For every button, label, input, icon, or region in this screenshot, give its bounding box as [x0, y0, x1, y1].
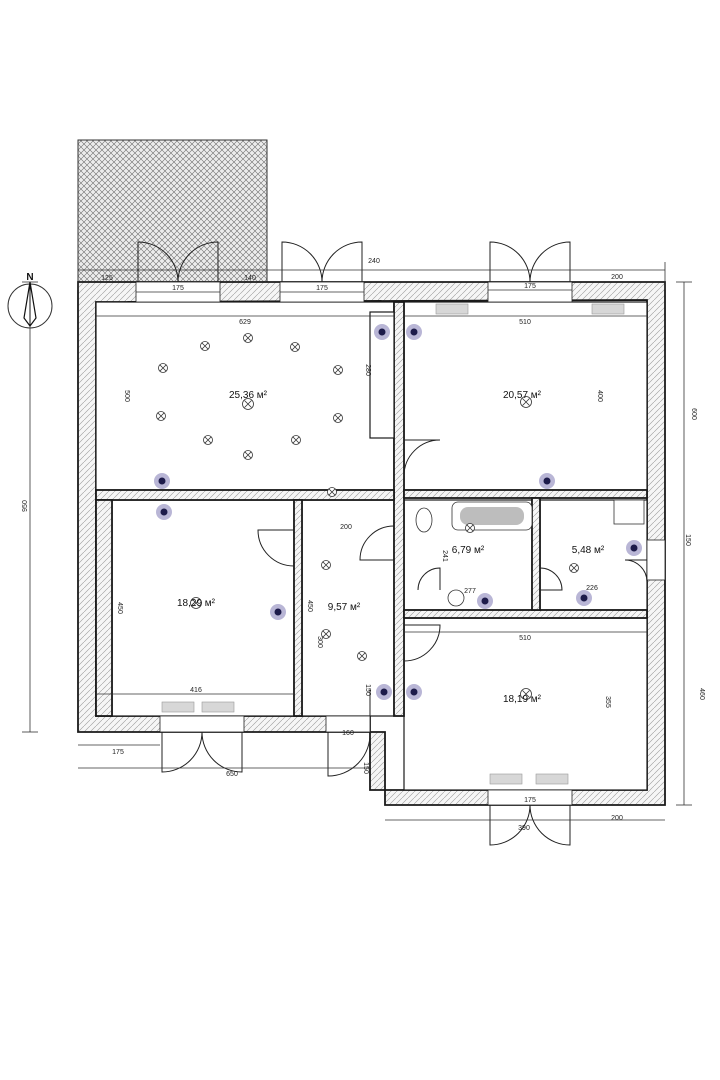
dim-label: 175: [524, 797, 536, 804]
dim-label: 175: [112, 749, 124, 756]
interior-wall: [95, 499, 113, 717]
dim-label: 500: [123, 390, 130, 402]
interior-wall: [393, 301, 405, 717]
area-label-wc: 5,48 м²: [572, 545, 605, 556]
interior-wall: [293, 499, 303, 717]
dim-label: 390: [518, 825, 530, 832]
french-door: [161, 731, 571, 846]
area-label-living: 25,36 м²: [229, 390, 268, 401]
dim-label: 300: [316, 636, 323, 648]
dim-label: 510: [519, 319, 531, 326]
dim-label: 277: [464, 588, 476, 595]
electrical-outlets: [154, 324, 642, 700]
north-label: N: [26, 272, 33, 283]
sink: [447, 589, 465, 607]
dim-label: 510: [519, 635, 531, 642]
dim-label: 460: [698, 688, 705, 700]
dim-label: 200: [611, 815, 623, 822]
dim-label: 125: [101, 275, 113, 282]
dim-label: 150: [362, 762, 369, 774]
window-opening: [646, 539, 666, 581]
dimension-lines: [22, 262, 692, 821]
dim-label: 240: [368, 258, 380, 265]
dimension-labels: 125 175 140 175 240 175 200 629 510 500 …: [22, 258, 705, 832]
dim-label: 160: [342, 730, 354, 737]
interior-wall: [403, 489, 648, 499]
dim-label: 241: [441, 550, 448, 562]
area-label-hall: 9,57 м²: [328, 602, 361, 613]
dim-label: 150: [364, 684, 371, 696]
dim-label: 200: [611, 274, 623, 281]
interior-wall: [403, 609, 648, 619]
dim-label: 950: [22, 500, 29, 512]
north-compass: N: [7, 272, 53, 329]
interior-wall: [95, 489, 395, 501]
dim-label: 175: [524, 283, 536, 290]
room-bedroom-w: [111, 499, 295, 717]
dim-label: 600: [690, 408, 697, 420]
area-label-bedroom-ne: 20,57 м²: [503, 390, 542, 401]
dim-label: 400: [596, 390, 603, 402]
dim-label: 416: [190, 687, 202, 694]
wc-fixture: [613, 499, 645, 525]
terrace: [77, 139, 268, 283]
interior-door: [257, 439, 648, 716]
dim-label: 355: [604, 696, 611, 708]
area-label-bedroom-se: 18,19 м²: [503, 694, 542, 705]
window-opening: [159, 715, 245, 733]
radiators: [161, 303, 625, 785]
dim-label: 175: [172, 285, 184, 292]
dim-label: 629: [239, 319, 251, 326]
area-label-bathroom: 6,79 м²: [452, 545, 485, 556]
bathtub: [451, 501, 533, 531]
dim-label: 450: [306, 600, 313, 612]
room-bedroom-se: [403, 617, 648, 791]
dim-label: 140: [244, 275, 256, 282]
dim-label: 200: [340, 524, 352, 531]
dim-label: 280: [364, 364, 371, 376]
dim-label: 450: [116, 602, 123, 614]
ceiling-lights: [156, 333, 579, 700]
interior-wall: [531, 497, 541, 611]
dim-label: 175: [316, 285, 328, 292]
area-label-bedroom-w: 18,29 м²: [177, 598, 216, 609]
window-opening: [325, 715, 371, 733]
french-door: [137, 241, 571, 283]
dim-label: 150: [684, 534, 691, 546]
dim-label: 226: [586, 585, 598, 592]
dim-label: 650: [226, 771, 238, 778]
toilet: [415, 507, 433, 533]
